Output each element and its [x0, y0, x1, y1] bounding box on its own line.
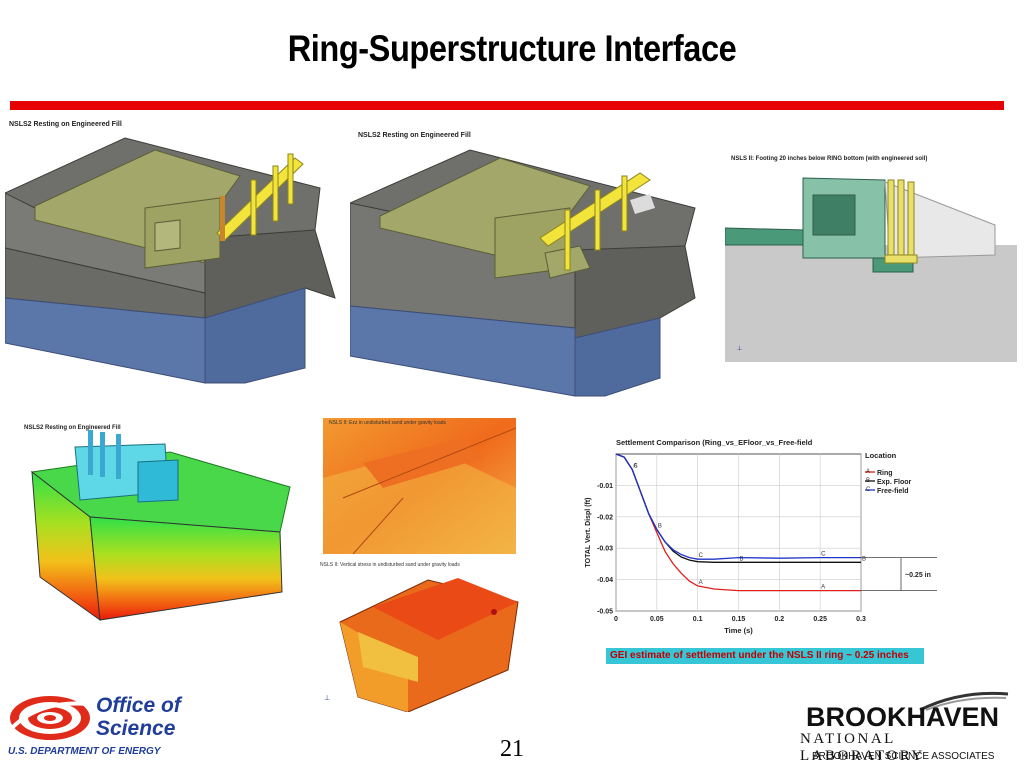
chart-legend-title: Location: [865, 451, 897, 460]
gei-estimate-caption: GEI estimate of settlement under the NSL…: [606, 648, 924, 664]
chart-series-marker-c: C: [699, 553, 704, 559]
soil-block-model-1: [4, 137, 336, 384]
chart-series-marker-a: A: [699, 580, 703, 586]
strain-contour-model: [323, 418, 517, 555]
model-panel-2: NSLS2 Resting on Engineered Fill: [349, 128, 700, 398]
chart-legend-marker: B: [866, 478, 870, 484]
settlement-chart: 0 0.05 0.1 0.15 0.2 0.25 0.3 -0.01 -0.02 -0.03 -0.…: [580, 436, 945, 641]
chart-series-marker-b: B: [658, 523, 662, 529]
svg-text:⊥: ⊥: [737, 345, 742, 352]
chart-x-axis-label: Time (s): [724, 626, 753, 635]
svg-text:⊥: ⊥: [324, 695, 330, 702]
chart-y-axis-label: TOTAL Vert. Displ (ft): [585, 497, 592, 567]
bnl-logo-main: BROOKHAVEN: [806, 702, 1000, 732]
chart-title: Settlement Comparison (Ring_vs_EFloor_vs…: [616, 438, 813, 447]
chart-legend-marker: A: [866, 469, 870, 475]
bnl-logo-assoc: BROOKHAVEN SCIENCE ASSOCIATES: [812, 751, 995, 762]
model-panel-3: NSLS II: Footing 20 inches below RING bo…: [724, 150, 1017, 362]
page-number: 21: [500, 736, 524, 762]
chart-x-tick-label: 0.05: [650, 616, 664, 623]
bnl-logo-sub: NATIONAL LABORATORY: [800, 731, 925, 764]
chart-series-marker-a: A: [821, 585, 825, 591]
doe-logo-line2: Science: [96, 717, 176, 740]
chart-x-tick-label: 0.25: [813, 616, 827, 623]
stress-contour-model-1: [30, 430, 291, 622]
doe-logo-line1: Office of: [96, 694, 181, 717]
chart-series-marker-b: B: [740, 556, 744, 562]
doe-logo-line3: U.S. DEPARTMENT OF ENERGY: [8, 746, 161, 757]
chart-y-tick-label: -0.01: [597, 483, 613, 490]
model-panel-5: NSLS II: Ezz in undisturbed sand under g…: [323, 418, 517, 555]
bnl-logo: BROOKHAVEN NATIONAL LABORATORY BROOKHAVE…: [800, 688, 1015, 766]
slide-title: Ring-Superstructure Interface: [287, 28, 737, 69]
chart-y-tick-label: -0.05: [597, 609, 613, 616]
settlement-chart-svg: 0 0.05 0.1 0.15 0.2 0.25 0.3 -0.01 -0.02 -0.03 -0.…: [585, 438, 937, 635]
model-panel-1: NSLS2 Resting on Engineered Fill: [4, 118, 340, 388]
chart-x-tick-label: 0: [614, 616, 618, 623]
chart-legend-entry: Ring: [877, 470, 893, 477]
chart-x-tick-label: 0.2: [774, 616, 784, 623]
chart-series-marker-c: C: [633, 464, 638, 470]
chart-y-tick-label: -0.03: [597, 546, 613, 553]
model-panel-4: NSLS2 Resting on Engineered Fill: [20, 422, 300, 622]
chart-series-marker-b: B: [862, 556, 866, 562]
chart-y-tick-label: -0.04: [597, 577, 613, 584]
model-panel-6: NSLS II: Vertical stress in undisturbed …: [318, 562, 528, 713]
chart-x-tick-label: 0.3: [856, 616, 866, 623]
chart-legend-entry: Free-field: [877, 488, 909, 495]
model-panel-3-label: NSLS II: Footing 20 inches below RING bo…: [731, 156, 928, 162]
chart-legend-marker: C: [866, 487, 871, 493]
soil-block-model-2: [349, 149, 696, 397]
chart-x-tick-label: 0.1: [693, 616, 703, 623]
vertical-stress-contour-model: ⊥: [324, 578, 519, 713]
bnl-swoosh-icon: [919, 691, 1009, 712]
model-panel-4-label: NSLS2 Resting on Engineered Fill: [24, 425, 121, 431]
chart-series-marker-c: C: [821, 552, 826, 558]
model-panel-2-label: NSLS2 Resting on Engineered Fill: [358, 132, 471, 139]
chart-series-marker-a: A: [633, 464, 637, 470]
chart-y-tick-label: -0.02: [597, 514, 613, 521]
doe-swirl-icon: [8, 696, 90, 740]
chart-x-tick-label: 0.15: [732, 616, 746, 623]
title-divider: [10, 101, 1004, 110]
chart-annotation-label: ~0.25 in: [905, 572, 931, 579]
model-panel-1-label: NSLS2 Resting on Engineered Fill: [9, 121, 122, 128]
chart-legend-entry: Exp. Floor: [877, 479, 912, 486]
chart-series-line-c: [615, 453, 861, 560]
model-panel-6-label: NSLS II: Vertical stress in undisturbed …: [320, 562, 460, 568]
model-panel-5-label: NSLS II: Ezz in undisturbed sand under g…: [329, 420, 447, 426]
doe-logo: Office of Science U.S. DEPARTMENT OF ENE…: [8, 690, 228, 760]
footing-section-model: ⊥: [724, 177, 1017, 362]
